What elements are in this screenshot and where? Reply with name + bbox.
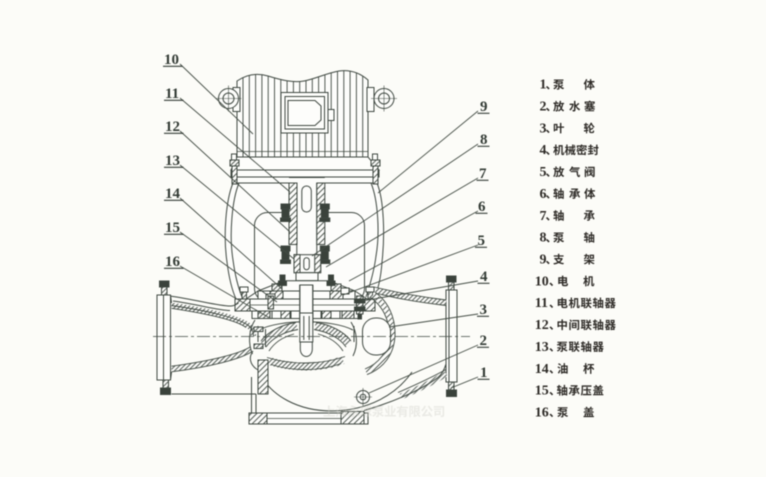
svg-text:13: 13 [535,340,549,355]
svg-text:8: 8 [540,231,547,246]
svg-text:2: 2 [480,333,488,349]
svg-text:16: 16 [165,254,181,270]
svg-text:15: 15 [165,220,180,236]
svg-text:13: 13 [165,153,180,169]
svg-text:11: 11 [165,86,179,102]
svg-text:7: 7 [540,209,547,224]
svg-text:4: 4 [540,143,547,158]
svg-text:12: 12 [535,318,549,333]
svg-text:14: 14 [535,362,549,377]
svg-text:11: 11 [535,296,548,311]
svg-text:5: 5 [540,165,547,180]
svg-text:1: 1 [480,365,488,381]
svg-text:10: 10 [164,52,179,68]
svg-text:6: 6 [540,187,547,202]
svg-text:9: 9 [540,253,547,268]
svg-text:2: 2 [540,100,547,115]
svg-text:12: 12 [165,119,180,135]
svg-text:3: 3 [480,302,488,318]
svg-text:16: 16 [535,405,549,420]
svg-text:6: 6 [478,199,486,215]
svg-text:9: 9 [480,99,488,115]
svg-text:14: 14 [165,186,181,202]
svg-text:4: 4 [480,269,488,285]
svg-text:1: 1 [540,78,547,93]
svg-text:8: 8 [480,132,488,148]
svg-text:7: 7 [479,166,487,182]
svg-text:3: 3 [540,121,547,136]
svg-text:15: 15 [535,384,549,399]
svg-text:5: 5 [478,233,486,249]
svg-text:10: 10 [535,274,549,289]
